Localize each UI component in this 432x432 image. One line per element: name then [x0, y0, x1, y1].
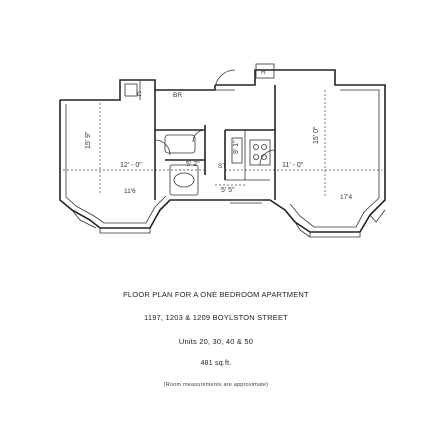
plan-units: Units 20, 30, 40 & 50 — [178, 337, 254, 346]
dimension-lines — [63, 90, 382, 197]
bath-width-label: 5' 5" — [221, 187, 235, 194]
right-bay-label: 17'4 — [340, 194, 352, 201]
interior-walls — [119, 80, 276, 200]
plan-area: 481 sq.ft. — [200, 360, 232, 367]
left-bay-label: 11'6 — [124, 188, 136, 195]
left-bedroom-depth-label: 15' 9" — [85, 131, 92, 149]
plan-note: (Room measurements are approximate) — [163, 382, 269, 388]
fixtures — [124, 63, 275, 196]
left-bedroom-width-label: 12' - 0" — [120, 162, 142, 169]
plan-address: 1197, 1203 & 1209 BOYLSTON STREET — [144, 313, 288, 322]
exterior-walls — [59, 69, 386, 233]
closet-small-label: BR — [173, 92, 182, 99]
right-living-width-label: 11' - 0" — [282, 162, 304, 169]
kitchen-width-label: 9' 1" — [233, 140, 240, 154]
upper-right-label: R — [261, 69, 266, 76]
dimension-labels: 15' 9" 12' - 0" 15' 0" 11' - 0" 9' 1" 5'… — [85, 126, 320, 194]
plan-title: FLOOR PLAN FOR A ONE BEDROOM APARTMENT — [123, 290, 309, 299]
room-labels: 11'6 17'4 BR ST R C — [124, 69, 352, 201]
bay-windows — [71, 199, 386, 238]
closet-width-label: 5' 2" — [186, 161, 200, 168]
floor-plan-drawing: 15' 9" 12' - 0" 15' 0" 11' - 0" 9' 1" 5'… — [59, 63, 386, 238]
kitchen-left-label: ST — [218, 163, 226, 170]
right-living-depth-label: 15' 0" — [313, 126, 320, 144]
upper-left-closet-label: C — [137, 91, 142, 98]
